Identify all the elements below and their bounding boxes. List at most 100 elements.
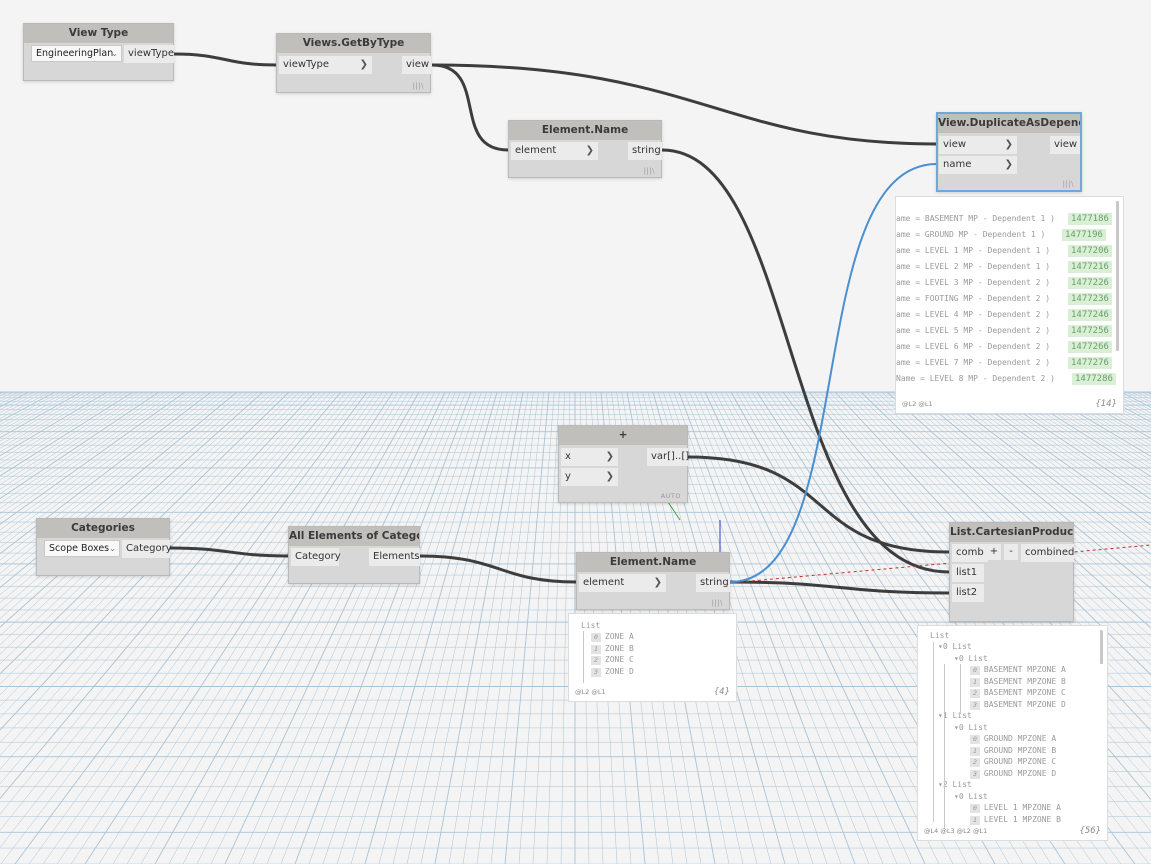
lacing-icon[interactable]: |||\ — [1062, 180, 1074, 188]
input-port-view[interactable]: view ❯ — [939, 136, 1017, 154]
preview-line: ame = LEVEL 5 MP - Dependent 2 ) — [896, 326, 1051, 335]
grid-line — [0, 391, 196, 536]
grid-line — [907, 391, 1151, 597]
lacing-label[interactable]: AUTO — [660, 492, 681, 500]
item-text: GROUND MPZONE D — [983, 768, 1057, 778]
categories-node[interactable]: Categories Scope Boxes ⌄ Category — [36, 518, 172, 576]
grid-line — [923, 391, 1151, 575]
list-levels: @L2 @L1 — [902, 400, 933, 408]
grid-line — [949, 391, 1151, 543]
grid-line — [0, 391, 326, 756]
node-title: All Elements of Category — [289, 527, 419, 546]
grid-line — [448, 391, 529, 864]
view-duplicate-node[interactable]: View.DuplicateAsDependent view ❯ name ❯ … — [936, 112, 1082, 192]
grid-line — [892, 391, 1151, 620]
output-port-var[interactable]: var[]..[] — [647, 448, 689, 466]
input-port-name[interactable]: name ❯ — [939, 156, 1017, 174]
grid-line — [0, 391, 61, 425]
input-port-x[interactable]: x ❯ — [561, 448, 618, 466]
group-label[interactable]: ▾2 List — [938, 780, 972, 789]
chevron-right-icon: ❯ — [585, 145, 594, 156]
element-id-value: 1477186 — [1068, 213, 1112, 225]
output-port-viewtype[interactable]: viewType — [124, 45, 174, 63]
grid-line — [434, 391, 524, 864]
element-name-top-node[interactable]: Element.Name element ❯ string |||\ — [508, 120, 662, 178]
grid-line — [1141, 391, 1151, 397]
scrollbar[interactable] — [1100, 630, 1103, 664]
view-type-dropdown[interactable]: EngineeringPlan ⌄ — [31, 45, 122, 62]
input-port-y[interactable]: y ❯ — [561, 468, 618, 486]
duplicate-preview[interactable]: ame = BASEMENT MP - Dependent 1 )1477186… — [895, 196, 1124, 414]
group-label[interactable]: ▾1 List — [938, 711, 972, 720]
output-port-combined[interactable]: combined — [1021, 544, 1074, 562]
all-elements-node[interactable]: All Elements of Category Category Elemen… — [288, 526, 420, 584]
grid-line — [954, 391, 1151, 537]
item-text: GROUND MPZONE B — [983, 745, 1057, 755]
category-dropdown[interactable]: Scope Boxes ⌄ — [44, 540, 120, 557]
grid-line — [0, 391, 352, 831]
input-port-comb[interactable]: comb — [952, 544, 988, 562]
cartesian-product-node[interactable]: List.CartesianProduct comb + - list1 lis… — [949, 522, 1074, 622]
grid-line — [0, 391, 19, 402]
sub-group-label[interactable]: ▾0 List — [954, 722, 988, 732]
element-id-value: 1477216 — [1068, 261, 1112, 273]
grid-line — [210, 391, 441, 864]
group-label[interactable]: ▾0 List — [938, 642, 972, 651]
lacing-icon[interactable]: |||\ — [643, 167, 655, 175]
item-text: BASEMENT MPZONE D — [983, 699, 1066, 709]
output-port-view[interactable]: view — [402, 56, 431, 74]
grid-line — [0, 391, 305, 707]
lacing-icon[interactable]: |||\ — [711, 599, 723, 607]
grid-line — [0, 391, 264, 628]
scrollbar[interactable] — [1116, 201, 1119, 351]
remove-input-button[interactable]: - — [1004, 544, 1018, 560]
lacing-icon[interactable]: |||\ — [412, 82, 424, 90]
input-port-list1[interactable]: list1 — [952, 564, 984, 582]
grid-line — [975, 391, 1151, 515]
sub-group-label[interactable]: ▾0 List — [954, 791, 988, 801]
chevron-right-icon: ❯ — [359, 59, 368, 70]
input-port-element[interactable]: element ❯ — [579, 574, 666, 592]
sub-group-label[interactable]: ▾0 List — [954, 653, 988, 663]
element-name-bottom-node[interactable]: Element.Name element ❯ string |||\ — [576, 552, 730, 610]
output-port-string[interactable]: string — [696, 574, 730, 592]
grid-line — [990, 391, 1151, 500]
node-title: + — [559, 426, 687, 445]
views-get-by-type-node[interactable]: Views.GetByType viewType ❯ view |||\ — [276, 33, 431, 93]
add-input-button[interactable]: + — [987, 544, 1001, 560]
grid-line — [308, 391, 477, 864]
item-index: 3 — [970, 700, 980, 710]
item-index: 1 — [970, 746, 980, 756]
input-port-list2[interactable]: list2 — [952, 584, 984, 602]
input-port-viewtype[interactable]: viewType ❯ — [279, 56, 372, 74]
output-port-view[interactable]: view — [1050, 136, 1080, 154]
grid-line — [0, 391, 92, 446]
item-text: BASEMENT MPZONE A — [983, 665, 1066, 674]
output-port-string[interactable]: string — [628, 142, 662, 160]
input-port-element[interactable]: element ❯ — [511, 142, 598, 160]
view-type-node[interactable]: View Type EngineeringPlan ⌄ viewType — [23, 23, 174, 81]
grid-line — [0, 391, 253, 611]
plus-node[interactable]: + x ❯ y ❯ var[]..[] AUTO — [558, 425, 689, 503]
grid-line — [518, 391, 555, 864]
output-port-category[interactable]: Category — [122, 540, 172, 558]
output-port-elements[interactable]: Elements — [369, 548, 420, 566]
element-id-value: 1477266 — [1068, 341, 1112, 353]
grid-line — [0, 391, 300, 696]
input-port-category[interactable]: Category — [291, 548, 341, 566]
grid-line — [84, 391, 394, 864]
grid-line — [1011, 391, 1151, 482]
node-title: View Type — [24, 24, 173, 43]
dropdown-value: Scope Boxes — [49, 543, 110, 554]
grid-line — [0, 391, 290, 675]
tree-line — [960, 664, 961, 714]
grid-line — [886, 391, 1151, 629]
grid-line — [0, 391, 222, 567]
